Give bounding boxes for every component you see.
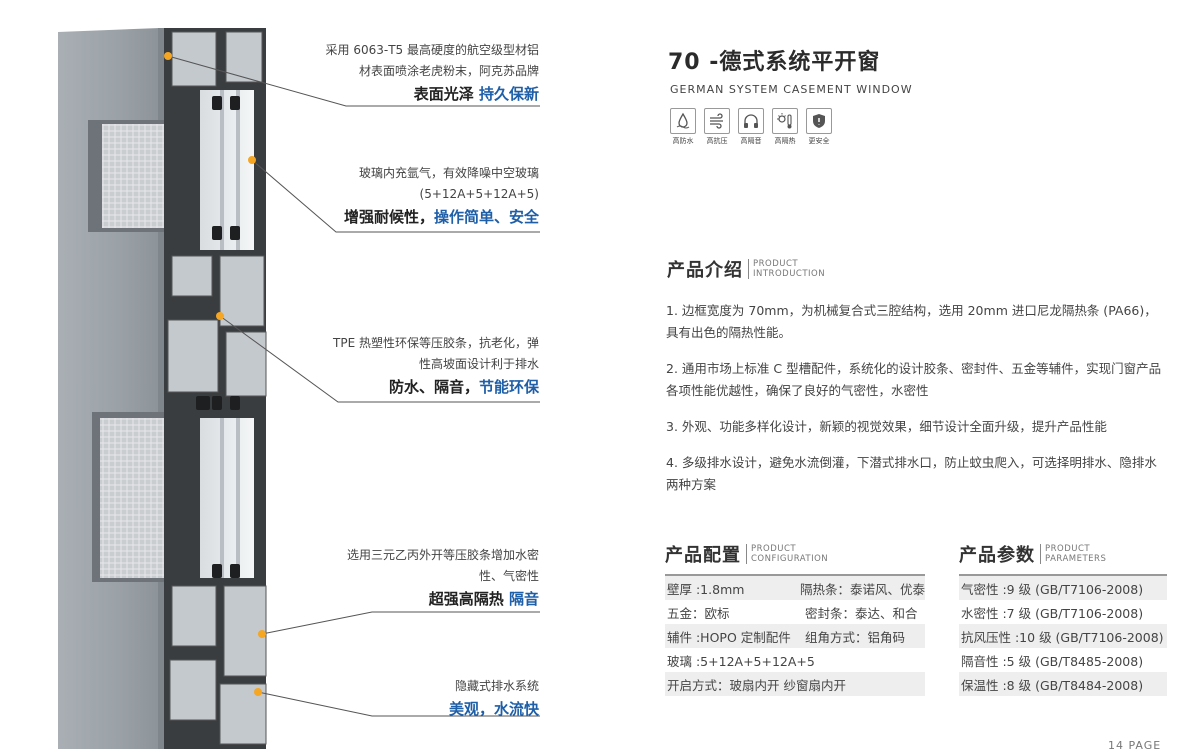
callout-note: 性高坡面设计利于排水 bbox=[418, 357, 539, 371]
table-cell: 抗风压性 :10 级 (GB/T7106-2008) bbox=[961, 629, 1164, 645]
feature-label: 高抗压 bbox=[706, 137, 728, 145]
page-number: 14 PAGE bbox=[1108, 739, 1162, 752]
callout-heading: 防水、隔音，节能环保 bbox=[388, 378, 539, 396]
feature-label: 高隔音 bbox=[740, 137, 762, 145]
callout-heading: 超强高隔热 隔音 bbox=[428, 590, 539, 608]
table-row: 壁厚 :1.8mm 隔热条：泰诺风、优泰 bbox=[665, 576, 925, 600]
table-cell: 玻璃 :5+12A+5+12A+5 bbox=[667, 653, 815, 669]
table-cell: 保温性 :8 级 (GB/T8484-2008) bbox=[961, 677, 1144, 693]
feature-insulation: 高隔热 bbox=[770, 108, 800, 146]
callout-heading: 美观，水流快 bbox=[448, 700, 539, 718]
callout-note: 采用 6063-T5 最高硬度的航空级型材铝 bbox=[325, 43, 539, 57]
table-row: 五金：欧标 密封条：泰达、和合 bbox=[665, 600, 925, 624]
table-row: 保温性 :8 级 (GB/T8484-2008) bbox=[959, 672, 1167, 696]
callout-note: 隐藏式排水系统 bbox=[454, 679, 539, 693]
intro-paragraph: 4. 多级排水设计，避免水流倒灌，下潜式排水口，防止蚊虫爬入，可选择明排水、隐排… bbox=[666, 455, 1157, 492]
table-cell: 隔音性 :5 级 (GB/T8485-2008) bbox=[961, 653, 1144, 669]
callout-heading: 增强耐候性，操作简单、安全 bbox=[343, 208, 539, 226]
feature-label: 高防水 bbox=[672, 137, 694, 145]
params-title: 产品参数 bbox=[959, 545, 1035, 566]
callout-tpe-gasket: TPE 热塑性环保等压胶条，抗老化，弹 性高坡面设计利于排水 防水、隔音，节能环… bbox=[333, 333, 539, 398]
product-title: 70 -德式系统平开窗 bbox=[668, 50, 881, 75]
table-cell: 辅件 :HOPO 定制配件 bbox=[667, 629, 791, 645]
callout-surface: 采用 6063-T5 最高硬度的航空级型材铝 材表面喷涂老虎粉末，阿克苏品牌 表… bbox=[326, 40, 539, 105]
intro-paragraph: 3. 外观、功能多样化设计，新颖的视觉效果，细节设计全面升级，提升产品性能 bbox=[666, 419, 1107, 434]
params-table: 气密性 :9 级 (GB/T7106-2008) 水密性 :7 级 (GB/T7… bbox=[959, 574, 1167, 696]
table-row: 气密性 :9 级 (GB/T7106-2008) bbox=[959, 576, 1167, 600]
intro-paragraph: 1. 边框宽度为 70mm，为机械复合式三腔结构，选用 20mm 进口尼龙隔热条… bbox=[666, 303, 1157, 340]
callout-epdm-gasket: 选用三元乙丙外开等压胶条增加水密 性、气密性 超强高隔热 隔音 bbox=[347, 545, 539, 610]
window-profile-cross-section bbox=[58, 28, 267, 749]
product-subtitle: GERMAN SYSTEM CASEMENT WINDOW bbox=[670, 83, 913, 96]
config-title: 产品配置 bbox=[665, 545, 741, 566]
callout-drainage: 隐藏式排水系统 美观，水流快 bbox=[449, 676, 539, 720]
callout-dot-3 bbox=[216, 312, 224, 320]
table-row: 隔音性 :5 级 (GB/T8485-2008) bbox=[959, 648, 1167, 672]
callout-note: (5+12A+5+12A+5) bbox=[419, 187, 539, 201]
intro-title: 产品介绍 bbox=[667, 260, 743, 281]
wind-icon bbox=[710, 113, 723, 129]
callout-heading: 表面光泽 持久保新 bbox=[413, 85, 539, 103]
table-row: 玻璃 :5+12A+5+12A+5 bbox=[665, 648, 925, 672]
feature-soundproof: 高隔音 bbox=[736, 108, 766, 146]
callout-dot-5 bbox=[254, 688, 262, 696]
table-cell: 五金：欧标 bbox=[667, 605, 730, 621]
table-cell: 隔热条：泰诺风、优泰 bbox=[799, 581, 925, 597]
callout-dot-4 bbox=[258, 630, 266, 638]
table-cell: 壁厚 :1.8mm bbox=[667, 581, 745, 597]
callout-note: 玻璃内充氩气，有效降噪中空玻璃 bbox=[358, 166, 539, 180]
table-cell: 组角方式：铝角码 bbox=[805, 629, 906, 645]
callout-note: 选用三元乙丙外开等压胶条增加水密 bbox=[346, 548, 539, 562]
callout-note: TPE 热塑性环保等压胶条，抗老化，弹 bbox=[333, 336, 539, 350]
water-drop-icon bbox=[676, 112, 690, 129]
callout-dot-2 bbox=[248, 156, 256, 164]
table-row: 开启方式：玻扇内开 纱窗扇内开 bbox=[665, 672, 925, 696]
callout-leader-lines bbox=[167, 55, 540, 717]
config-table: 壁厚 :1.8mm 隔热条：泰诺风、优泰 五金：欧标 密封条：泰达、和合 辅件 :H… bbox=[665, 574, 925, 696]
intro-text: 1. 边框宽度为 70mm，为机械复合式三腔结构，选用 20mm 进口尼龙隔热条… bbox=[666, 300, 1168, 510]
table-row: 辅件 :HOPO 定制配件组角方式：铝角码 bbox=[665, 624, 925, 648]
headphones-icon bbox=[744, 114, 758, 128]
table-cell: 密封条：泰达、和合 bbox=[805, 605, 918, 621]
table-row: 水密性 :7 级 (GB/T7106-2008) bbox=[959, 600, 1167, 624]
table-cell: 开启方式：玻扇内开 纱窗扇内开 bbox=[667, 677, 846, 693]
feature-icons: 高防水 高抗压 高隔音 高隔热 更安全 bbox=[668, 108, 834, 146]
feature-security: 更安全 bbox=[804, 108, 834, 146]
table-cell: 水密性 :7 级 (GB/T7106-2008) bbox=[961, 605, 1144, 621]
table-row: 抗风压性 :10 级 (GB/T7106-2008) bbox=[959, 624, 1167, 648]
feature-pressure: 高抗压 bbox=[702, 108, 732, 146]
feature-waterproof: 高防水 bbox=[668, 108, 698, 146]
table-cell: 气密性 :9 级 (GB/T7106-2008) bbox=[961, 581, 1144, 597]
feature-label: 更安全 bbox=[808, 137, 830, 145]
callout-note: 性、气密性 bbox=[478, 569, 539, 583]
shield-icon bbox=[813, 114, 825, 128]
intro-paragraph: 2. 通用市场上标准 C 型槽配件，系统化的设计胶条、密封件、五金等辅件，实现门… bbox=[666, 361, 1162, 398]
callout-dot-1 bbox=[164, 52, 172, 60]
feature-label: 高隔热 bbox=[774, 137, 796, 145]
callout-glass: 玻璃内充氩气，有效降噪中空玻璃 (5+12A+5+12A+5) 增强耐候性，操作… bbox=[344, 163, 539, 228]
sun-thermometer-icon bbox=[777, 113, 792, 129]
callout-note: 材表面喷涂老虎粉末，阿克苏品牌 bbox=[358, 64, 539, 78]
